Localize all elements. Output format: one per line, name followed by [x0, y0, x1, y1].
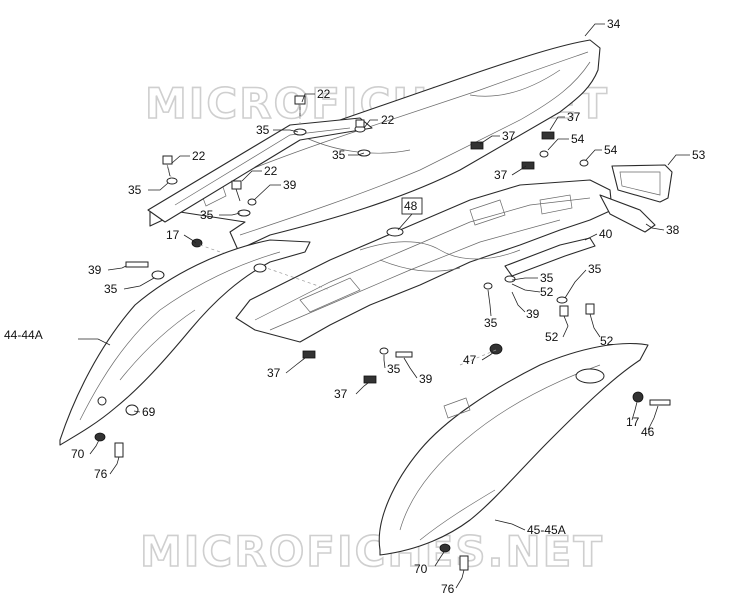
callout-label: 52	[600, 334, 614, 348]
callout-label: 70	[71, 447, 85, 461]
callout-label: 38	[666, 223, 680, 237]
callout-label: 53	[692, 148, 706, 162]
callout-label: 40	[599, 227, 613, 241]
callout-label: 76	[94, 467, 108, 481]
leader-lines	[78, 23, 690, 589]
callout-label: 39	[88, 263, 102, 277]
callout-label: 46	[641, 425, 655, 439]
callout-label: 17	[626, 415, 640, 429]
callout-label: 37	[502, 129, 516, 143]
callout-label: 35	[104, 282, 118, 296]
fasteners-top	[162, 95, 371, 217]
callout-label: 37	[334, 387, 348, 401]
callout-label: 35	[332, 148, 346, 162]
clips-37	[302, 131, 555, 384]
callout-label: 22	[192, 149, 206, 163]
tail-top-cover-part	[149, 39, 601, 251]
callout-label: 35	[387, 362, 401, 376]
callout-label: 35	[128, 183, 142, 197]
callout-label: 35	[588, 262, 602, 276]
callout-label: 70	[414, 562, 428, 576]
callout-label: 17	[166, 228, 180, 242]
callout-label: 39	[526, 307, 540, 321]
callout-label: 34	[607, 17, 621, 31]
callout-label: 22	[264, 164, 278, 178]
callout-label: 39	[283, 178, 297, 192]
rear-undertray-part	[235, 179, 656, 343]
callout-label: 44-44A	[4, 328, 43, 342]
callout-label: 69	[142, 405, 156, 419]
callout-label: 52	[545, 330, 559, 344]
callout-label: 54	[604, 143, 618, 157]
callout-label: 37	[267, 366, 281, 380]
left-side-cover-part	[59, 239, 311, 458]
callout-label: 35	[200, 208, 214, 222]
callout-label: 45-45A	[527, 523, 566, 537]
callout-label: 76	[441, 582, 455, 596]
callout-label: 48	[404, 199, 418, 213]
tail-light-part	[611, 164, 673, 203]
callout-label: 35	[484, 316, 498, 330]
callout-label: 47	[463, 353, 477, 367]
watermark-bottom: MICROFICHES.NET	[140, 527, 604, 576]
callout-label: 39	[419, 372, 433, 386]
callout-label: 22	[317, 87, 331, 101]
callout-label: 35	[256, 123, 270, 137]
callout-label: 22	[381, 113, 395, 127]
callout-label: 37	[494, 168, 508, 182]
callout-label: 54	[571, 132, 585, 146]
callout-labels: 34 22 22 22 22 35 35 35 35 35 35 35 35 3…	[4, 17, 706, 596]
inner-rail-part	[147, 117, 373, 223]
callout-label: 52	[540, 285, 554, 299]
fasteners-middle	[125, 150, 671, 406]
callout-label: 37	[567, 110, 581, 124]
callout-label: 35	[540, 271, 554, 285]
